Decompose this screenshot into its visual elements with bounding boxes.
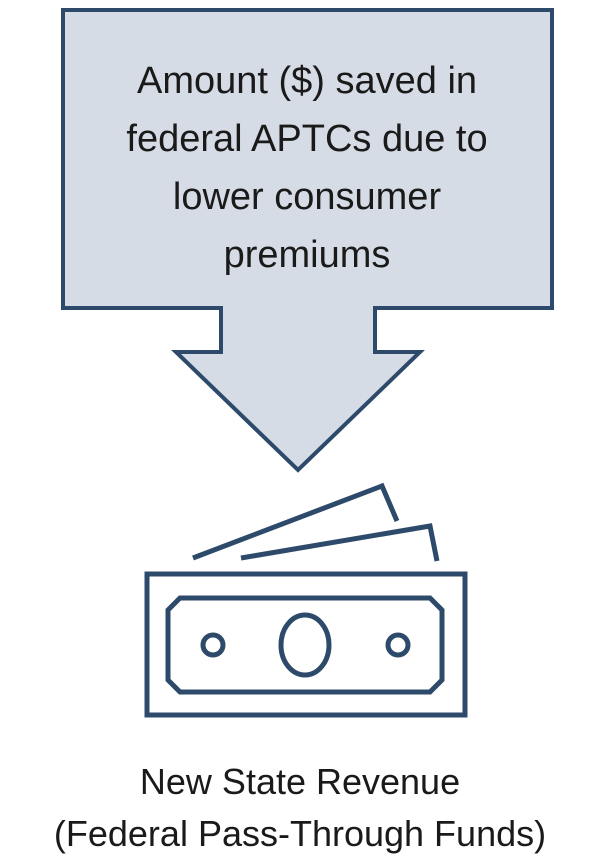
source-line: Amount ($) saved in — [136, 60, 478, 102]
source-line: premiums — [223, 234, 391, 276]
target-line: New State Revenue — [139, 761, 461, 802]
source-line: federal APTCs due to — [126, 118, 488, 160]
source-box-label: Amount ($) saved in federal APTCs due to… — [62, 52, 552, 284]
target-line: (Federal Pass-Through Funds) — [53, 813, 547, 854]
target-caption: New State Revenue (Federal Pass-Through … — [0, 756, 600, 860]
down-arrow-icon — [61, 8, 554, 473]
money-bills-icon — [144, 482, 468, 718]
source-line: lower consumer — [172, 176, 442, 218]
